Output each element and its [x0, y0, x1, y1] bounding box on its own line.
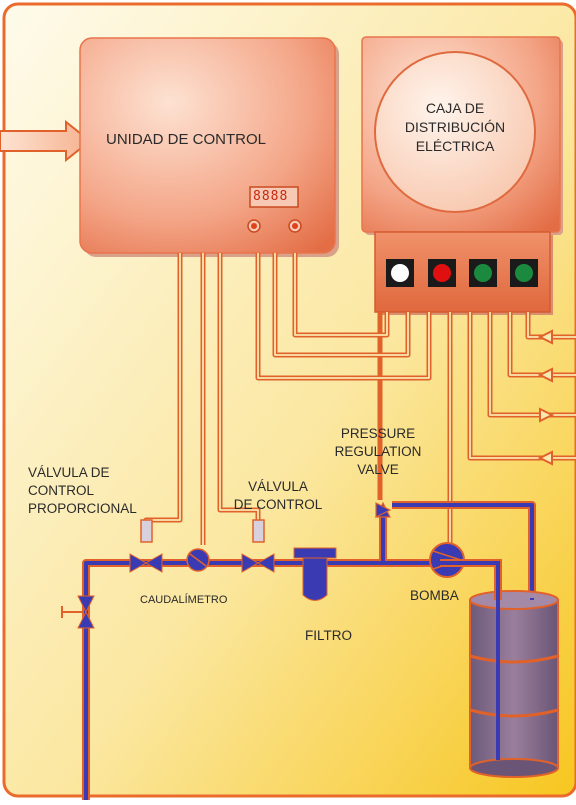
- digital-display: [249, 186, 299, 208]
- manual-valve-icon: [61, 595, 95, 629]
- control-unit: [79, 37, 339, 257]
- signal-arrows: [537, 329, 555, 466]
- flowmeter-label: CAUDALÍMETRO: [140, 594, 228, 606]
- filter-icon: [293, 547, 337, 601]
- pressure-valve: [375, 501, 392, 518]
- control-valve-label-line2: DE CONTROL: [233, 497, 323, 512]
- arrow-right-icon: [0, 119, 92, 163]
- proportional-valve-label-line1: VÁLVULA DE: [28, 465, 110, 480]
- valve-icon: [241, 519, 275, 573]
- pressure-valve-label-line1: PRESSURE: [340, 426, 416, 441]
- display-value: 8888: [253, 189, 289, 204]
- proportional-valve-label-line2: CONTROL: [28, 483, 95, 498]
- distribution-box-label-line1: CAJA DE: [425, 100, 485, 116]
- distribution-box-face: [374, 51, 536, 213]
- filter-label: FILTRO: [305, 628, 352, 643]
- pressure-valve-label-line3: VALVE: [357, 462, 399, 477]
- drum-icon: [469, 590, 559, 778]
- flowmeter-icon: [186, 548, 210, 572]
- control-unit-label: UNIDAD DE CONTROL: [106, 131, 267, 148]
- distribution-box-label-line2: DISTRIBUCIÓN: [404, 119, 506, 135]
- valve-icon: [129, 519, 163, 573]
- distribution-box: [361, 36, 563, 315]
- pressure-valve-label-line2: REGULATION: [334, 444, 422, 459]
- pump-label: BOMBA: [410, 588, 459, 603]
- distribution-box-label-line3: ELÉCTRICA: [415, 138, 495, 154]
- proportional-valve-label-line3: PROPORCIONAL: [28, 501, 137, 516]
- control-valve-label-line1: VÁLVULA: [248, 479, 308, 494]
